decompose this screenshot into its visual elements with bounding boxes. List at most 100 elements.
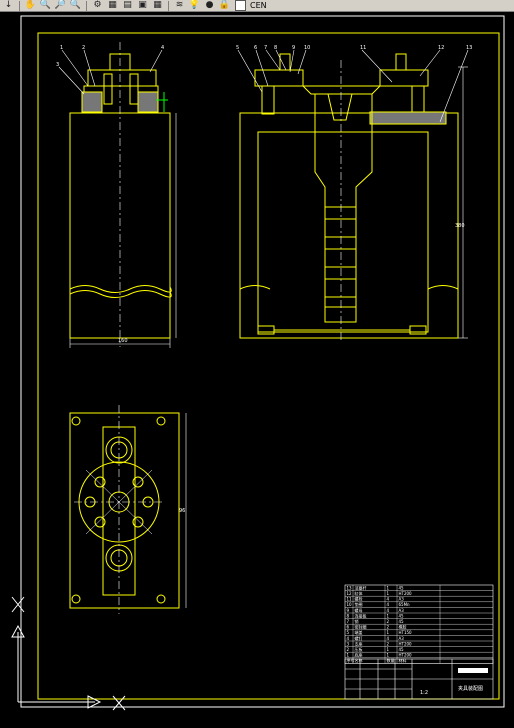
callout-6: 6 [254,45,257,51]
parts-table-cell: 5 [347,630,350,635]
parts-table-cell: 2 [387,625,390,630]
parts-table-cell: 密封圈 [355,624,367,630]
parts-table-cell: 4 [387,597,390,602]
callout-13: 13 [466,45,472,51]
dim-right-side [458,66,468,339]
parts-table-cell: 1 [387,647,390,652]
parts-table-cell: 45 [399,613,405,618]
callout-1: 1 [60,45,63,51]
parts-table-cell: 螺母 [355,607,363,613]
callout-10: 10 [304,45,310,51]
undo-icon[interactable]: ↓ [4,0,13,10]
parts-table-cell: 65Mn [399,602,411,607]
parts-table-cell: HT200 [399,641,413,646]
parts-table-header-cell: 名称 [355,657,363,663]
pan-icon[interactable]: ✋ [24,0,37,10]
parts-table-cell: 1 [387,585,390,590]
sheet-inner-frame [37,32,500,700]
calculator-icon[interactable]: ▦ [153,0,162,10]
parts-table-cell: 12 [347,591,353,596]
plan-view [69,412,180,609]
parts-table-cell: 45 [399,585,405,590]
callout-4: 4 [161,45,164,51]
parts-table-cell: 螺栓 [355,596,363,602]
current-layer-name[interactable]: CEN [250,1,267,10]
layer-color-swatch[interactable] [235,0,246,11]
parts-table-cell: 1 [347,653,350,658]
parts-table-header-cell: 数量 [387,657,395,663]
toolbar-separator [168,0,169,11]
parts-table-cell: HT200 [399,591,413,596]
parts-table-cell: 缸体 [355,590,363,596]
parts-table-cell: 2 [387,619,390,624]
front-view-left [69,53,172,339]
design-center-icon[interactable]: ▦ [108,0,117,10]
parts-table-cell: 4 [387,636,390,641]
drawing-canvas[interactable]: 160 1 2 3 4 [0,12,514,728]
parts-table-cell: 4 [387,602,390,607]
toolbar-separator [86,0,87,11]
zoom-previous-icon[interactable]: 🔍 [69,0,82,10]
parts-table-cell: 螺钉 [355,635,363,641]
lightbulb-icon[interactable]: 💡 [188,0,201,10]
parts-table-cell: 3 [347,641,350,646]
title-block-lower [344,658,494,700]
properties-icon[interactable]: ⚙ [93,0,102,10]
parts-table-header-cell: 材料 [399,657,407,663]
toolbar-separator [19,0,20,11]
callouts-right [237,49,469,123]
callout-5: 5 [236,45,239,51]
callouts-left [58,49,163,95]
zoom-realtime-icon[interactable]: 🔍 [39,0,52,10]
sun-icon[interactable]: ● [205,0,214,10]
parts-table-cell: A3 [399,608,405,613]
callout-7: 7 [264,45,267,51]
callout-11: 11 [360,45,366,51]
parts-table-cell: 1 [387,591,390,596]
callout-2: 2 [82,45,85,51]
parts-table-cell: 1 [387,630,390,635]
parts-table-cell: 6 [347,625,350,630]
parts-table-cell: 销 [355,618,359,624]
markup-icon[interactable]: ▣ [138,0,147,10]
tool-palettes-icon[interactable]: ▤ [123,0,132,10]
standard-toolbar: ↓✋🔍🔎🔍⚙▦▤▣▦≋💡●🔒CEN [0,0,514,12]
drawing-scale: 1:2 [420,690,428,696]
section-view-right [239,53,459,339]
dim-plan-label: 96 [179,508,185,514]
callout-8: 8 [274,45,277,51]
parts-table-cell: 连接板 [355,612,367,618]
drawing-title: 夹具装配图 [458,685,483,692]
parts-table-cell: 2 [387,641,390,646]
callout-3: 3 [56,62,59,68]
parts-table-cell: 底座 [355,652,363,658]
parts-table-cell: HT200 [399,653,413,658]
parts-table-cell: 压板 [355,646,363,652]
dim-right-side-label: 380 [455,223,465,229]
parts-table-cell: A3 [399,636,405,641]
parts-table-cell: 端盖 [355,629,363,635]
callout-9: 9 [292,45,295,51]
parts-table-cell: 9 [347,608,350,613]
callout-12: 12 [438,45,444,51]
parts-table-cell: 11 [347,597,353,602]
dim-left-width [69,338,171,348]
parts-table-cell: 45 [399,647,405,652]
sheet-outer-border [20,15,505,708]
layer-manager-icon[interactable]: ≋ [175,0,184,10]
parts-table-cell: 2 [347,647,350,652]
parts-table-cell: A3 [399,597,405,602]
lock-icon[interactable]: 🔒 [218,0,231,10]
parts-table-cell: 橡胶 [399,624,407,630]
parts-table-cell: 活塞杆 [355,584,367,590]
title-fill-bar [458,668,488,673]
parts-table-cell: 4 [387,608,390,613]
parts-table-cell: 1 [387,613,390,618]
parts-table-cell: 45 [399,619,405,624]
parts-table-cell: 支座 [355,640,363,646]
parts-table-cell: 1 [387,653,390,658]
zoom-window-icon[interactable]: 🔎 [54,0,67,10]
dim-left-width-label: 160 [118,338,128,344]
parts-table-cell: HT150 [399,630,413,635]
